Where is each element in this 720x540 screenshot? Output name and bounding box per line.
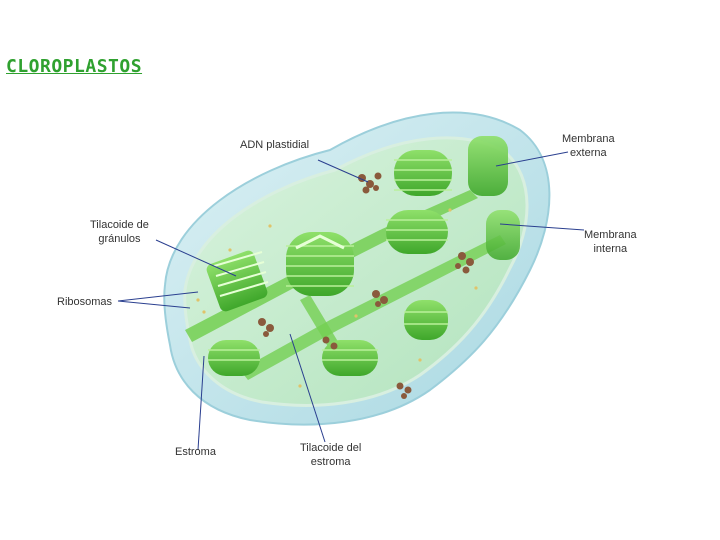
label-membrana-externa: Membrana externa [562, 133, 615, 159]
granum-stack [394, 150, 452, 196]
dna-cluster [455, 252, 474, 274]
leader-line-estroma [197, 355, 205, 451]
stroma-thylakoid [240, 235, 506, 380]
leader-line-ribosomas-2 [117, 300, 191, 309]
stroma-thylakoid [300, 295, 340, 350]
label-tilacoide-estroma: Tilacoide del estroma [300, 442, 362, 468]
granum-stack [468, 136, 520, 260]
label-tilacoide-granulos: Tilacoide de gránulos [90, 219, 149, 245]
slide-title: CLOROPLASTOS [6, 56, 143, 77]
dna-cluster [372, 290, 388, 307]
leader-line-adn [317, 159, 369, 183]
leader-line-ribosomas-1 [117, 291, 199, 302]
leader-line-membrana-externa [495, 151, 569, 167]
leader-line-tilacoide-granulos [155, 239, 237, 277]
leader-line-tilacoide-estroma [289, 333, 326, 443]
granum-stack [322, 340, 378, 376]
granum-stack [404, 300, 448, 340]
label-adn-plastidial: ADN plastidial [240, 139, 310, 151]
granum-stack [206, 250, 269, 312]
dna-cluster [322, 336, 338, 350]
ribosomes [196, 208, 478, 388]
label-ribosomas: Ribosomas [57, 296, 113, 308]
leader-line-membrana-interna [499, 223, 585, 231]
label-membrana-interna: Membrana interna [584, 229, 637, 255]
label-estroma: Estroma [175, 446, 216, 458]
leader-lines [117, 151, 585, 451]
granum-stack [286, 232, 354, 296]
dna-cluster [258, 318, 274, 337]
granum-stack [208, 340, 260, 376]
granum-stack [386, 210, 448, 254]
dna-cluster [396, 382, 412, 399]
